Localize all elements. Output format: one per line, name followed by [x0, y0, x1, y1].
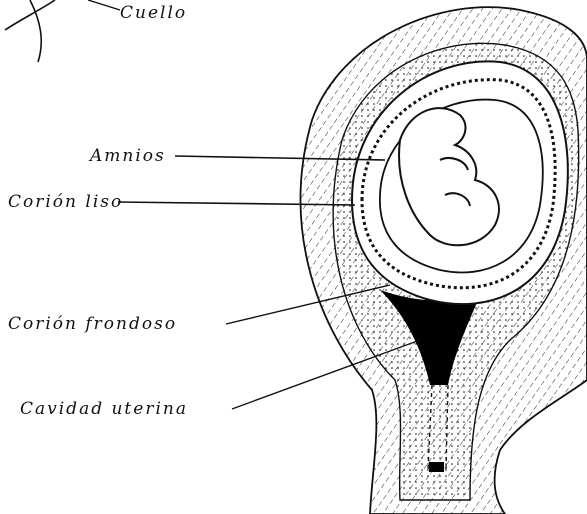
label-amnios: Amnios [90, 146, 166, 166]
label-corion-liso: Corión liso [8, 192, 123, 212]
top-left-sketch [5, 0, 55, 62]
label-cuello: Cuello [120, 3, 187, 23]
label-corion-frondoso: Corión frondoso [8, 314, 177, 334]
leader-cuello [88, 0, 120, 10]
label-cavidad-uterina: Cavidad uterina [20, 399, 188, 419]
cervical-plug [429, 462, 444, 472]
